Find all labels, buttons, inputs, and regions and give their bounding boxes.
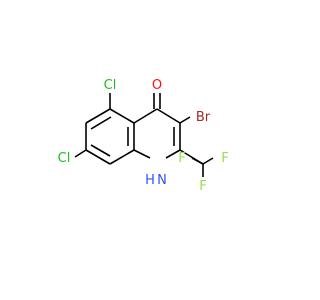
bond-c4a-c5 — [109, 108, 135, 124]
bromine-atom-label: Br — [196, 110, 211, 125]
hydrogen-atom-label: H — [145, 173, 155, 188]
bond-c4-c3 — [156, 108, 181, 124]
bond-c7-cl — [74, 149, 87, 158]
bond-c8-c8a — [109, 149, 135, 165]
fluorine-atom-label-right: F — [221, 151, 228, 166]
fluorine-atom-label-left: F — [178, 151, 185, 166]
bond-cf3-f-left — [191, 157, 204, 165]
bond-n1-c8a — [133, 149, 151, 159]
bond-c4a-c4 — [133, 108, 158, 124]
oxygen-atom-label: O — [152, 78, 162, 93]
bond-c2-n1 — [165, 149, 181, 159]
fluorine-atom-label-bottom: F — [199, 179, 206, 194]
bond-c5-c6 — [85, 108, 111, 124]
bond-layer — [74, 93, 214, 177]
molecule-diagram: O Br Cl Cl H N F F F — [58, 78, 229, 194]
bond-c7-c8 — [85, 149, 111, 165]
bond-c3-br — [179, 116, 191, 124]
chlorine-atom-label-5: Cl — [104, 78, 117, 93]
bond-c5-c6-inner — [90, 116, 112, 130]
bond-c7-c8-inner — [90, 144, 111, 157]
atom-label-layer: O Br Cl Cl H N F F F — [58, 78, 229, 194]
chlorine-atom-label-7: Cl — [58, 151, 71, 166]
nitrogen-atom-label: N — [157, 173, 167, 188]
bond-cf3-f-right — [202, 157, 214, 165]
